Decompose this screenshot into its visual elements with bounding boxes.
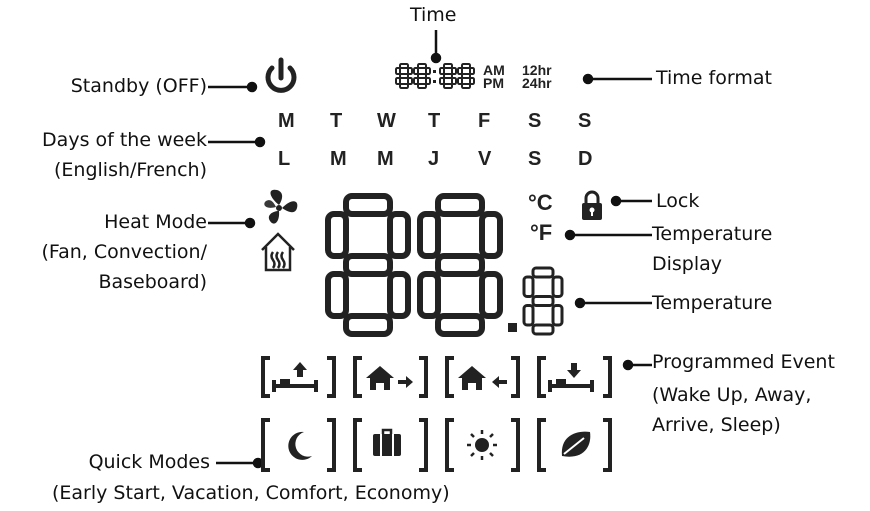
- label-temp-display: Temperature: [652, 223, 773, 245]
- pm-indicator: PM: [483, 75, 504, 91]
- day-en-6: S: [578, 110, 592, 132]
- fan-icon: [264, 189, 298, 224]
- lock-icon: [582, 190, 602, 220]
- early-start-moon-icon: [261, 418, 336, 472]
- day-en-0: M: [278, 110, 295, 132]
- clock-digit-2: [413, 63, 431, 89]
- day-fr-1: M: [330, 148, 347, 170]
- day-en-3: T: [428, 110, 441, 132]
- decimal-point: [508, 323, 517, 332]
- am-indicator: AM: [483, 62, 505, 78]
- clock-digits: [395, 63, 475, 89]
- temp-digit-3: [522, 266, 564, 336]
- day-en-1: T: [330, 110, 343, 132]
- economy-leaf-icon: [537, 418, 612, 472]
- day-en-5: S: [528, 110, 542, 132]
- fahrenheit-indicator: °F: [530, 220, 553, 245]
- clock-digit-1: [395, 63, 413, 89]
- label-days-title: Days of the week: [42, 129, 207, 151]
- vacation-suitcase-icon: [353, 418, 428, 472]
- 12hr-indicator: 12hr: [522, 62, 552, 78]
- label-heat-mode: Heat Mode: [104, 211, 207, 233]
- temp-digit-2: [417, 193, 503, 337]
- day-fr-5: S: [528, 148, 542, 170]
- programmed-event-icons: [261, 356, 612, 398]
- quick-mode-icons: [261, 418, 612, 472]
- label-quick-modes: Quick Modes: [88, 451, 210, 473]
- day-en-4: F: [478, 110, 491, 132]
- day-fr-4: V: [478, 148, 492, 170]
- leader-lines: [208, 30, 652, 469]
- clock-digit-4: [457, 63, 475, 89]
- label-heat-mode-sub1: (Fan, Convection/: [41, 241, 207, 263]
- label-lock: Lock: [656, 190, 700, 212]
- label-temp-display-sub: Display: [652, 253, 723, 275]
- power-icon: [265, 57, 297, 93]
- label-heat-mode-sub2: Baseboard): [98, 271, 207, 293]
- label-temperature: Temperature: [652, 292, 773, 314]
- day-fr-6: D: [578, 148, 593, 170]
- temp-digit-1: [325, 193, 411, 337]
- day-fr-0: L: [278, 148, 291, 170]
- day-en-2: W: [377, 110, 396, 132]
- house-heat-icon: [261, 232, 295, 272]
- label-programmed-event-sub1: (Wake Up, Away,: [652, 384, 812, 406]
- day-fr-2: M: [377, 148, 394, 170]
- label-days-sub: (English/French): [54, 159, 207, 181]
- clock-digit-3: [439, 63, 457, 89]
- arrive-icon: [445, 356, 520, 398]
- temperature-digits: [325, 193, 564, 337]
- label-programmed-event: Programmed Event: [652, 351, 835, 373]
- label-standby: Standby (OFF): [70, 75, 207, 97]
- sleep-icon: [537, 356, 612, 398]
- celsius-indicator: °C: [528, 190, 553, 215]
- label-time-format: Time format: [656, 67, 772, 89]
- label-time: Time: [410, 4, 457, 26]
- label-quick-modes-sub: (Early Start, Vacation, Comfort, Economy…: [52, 482, 450, 504]
- day-fr-3: J: [428, 148, 440, 170]
- clock-colon-bottom: [433, 80, 436, 83]
- away-icon: [353, 356, 428, 398]
- clock-colon-top: [433, 70, 436, 73]
- wake-up-icon: [261, 356, 336, 398]
- 24hr-indicator: 24hr: [522, 75, 552, 91]
- label-programmed-event-sub2: Arrive, Sleep): [652, 414, 781, 436]
- comfort-sun-icon: [445, 418, 520, 472]
